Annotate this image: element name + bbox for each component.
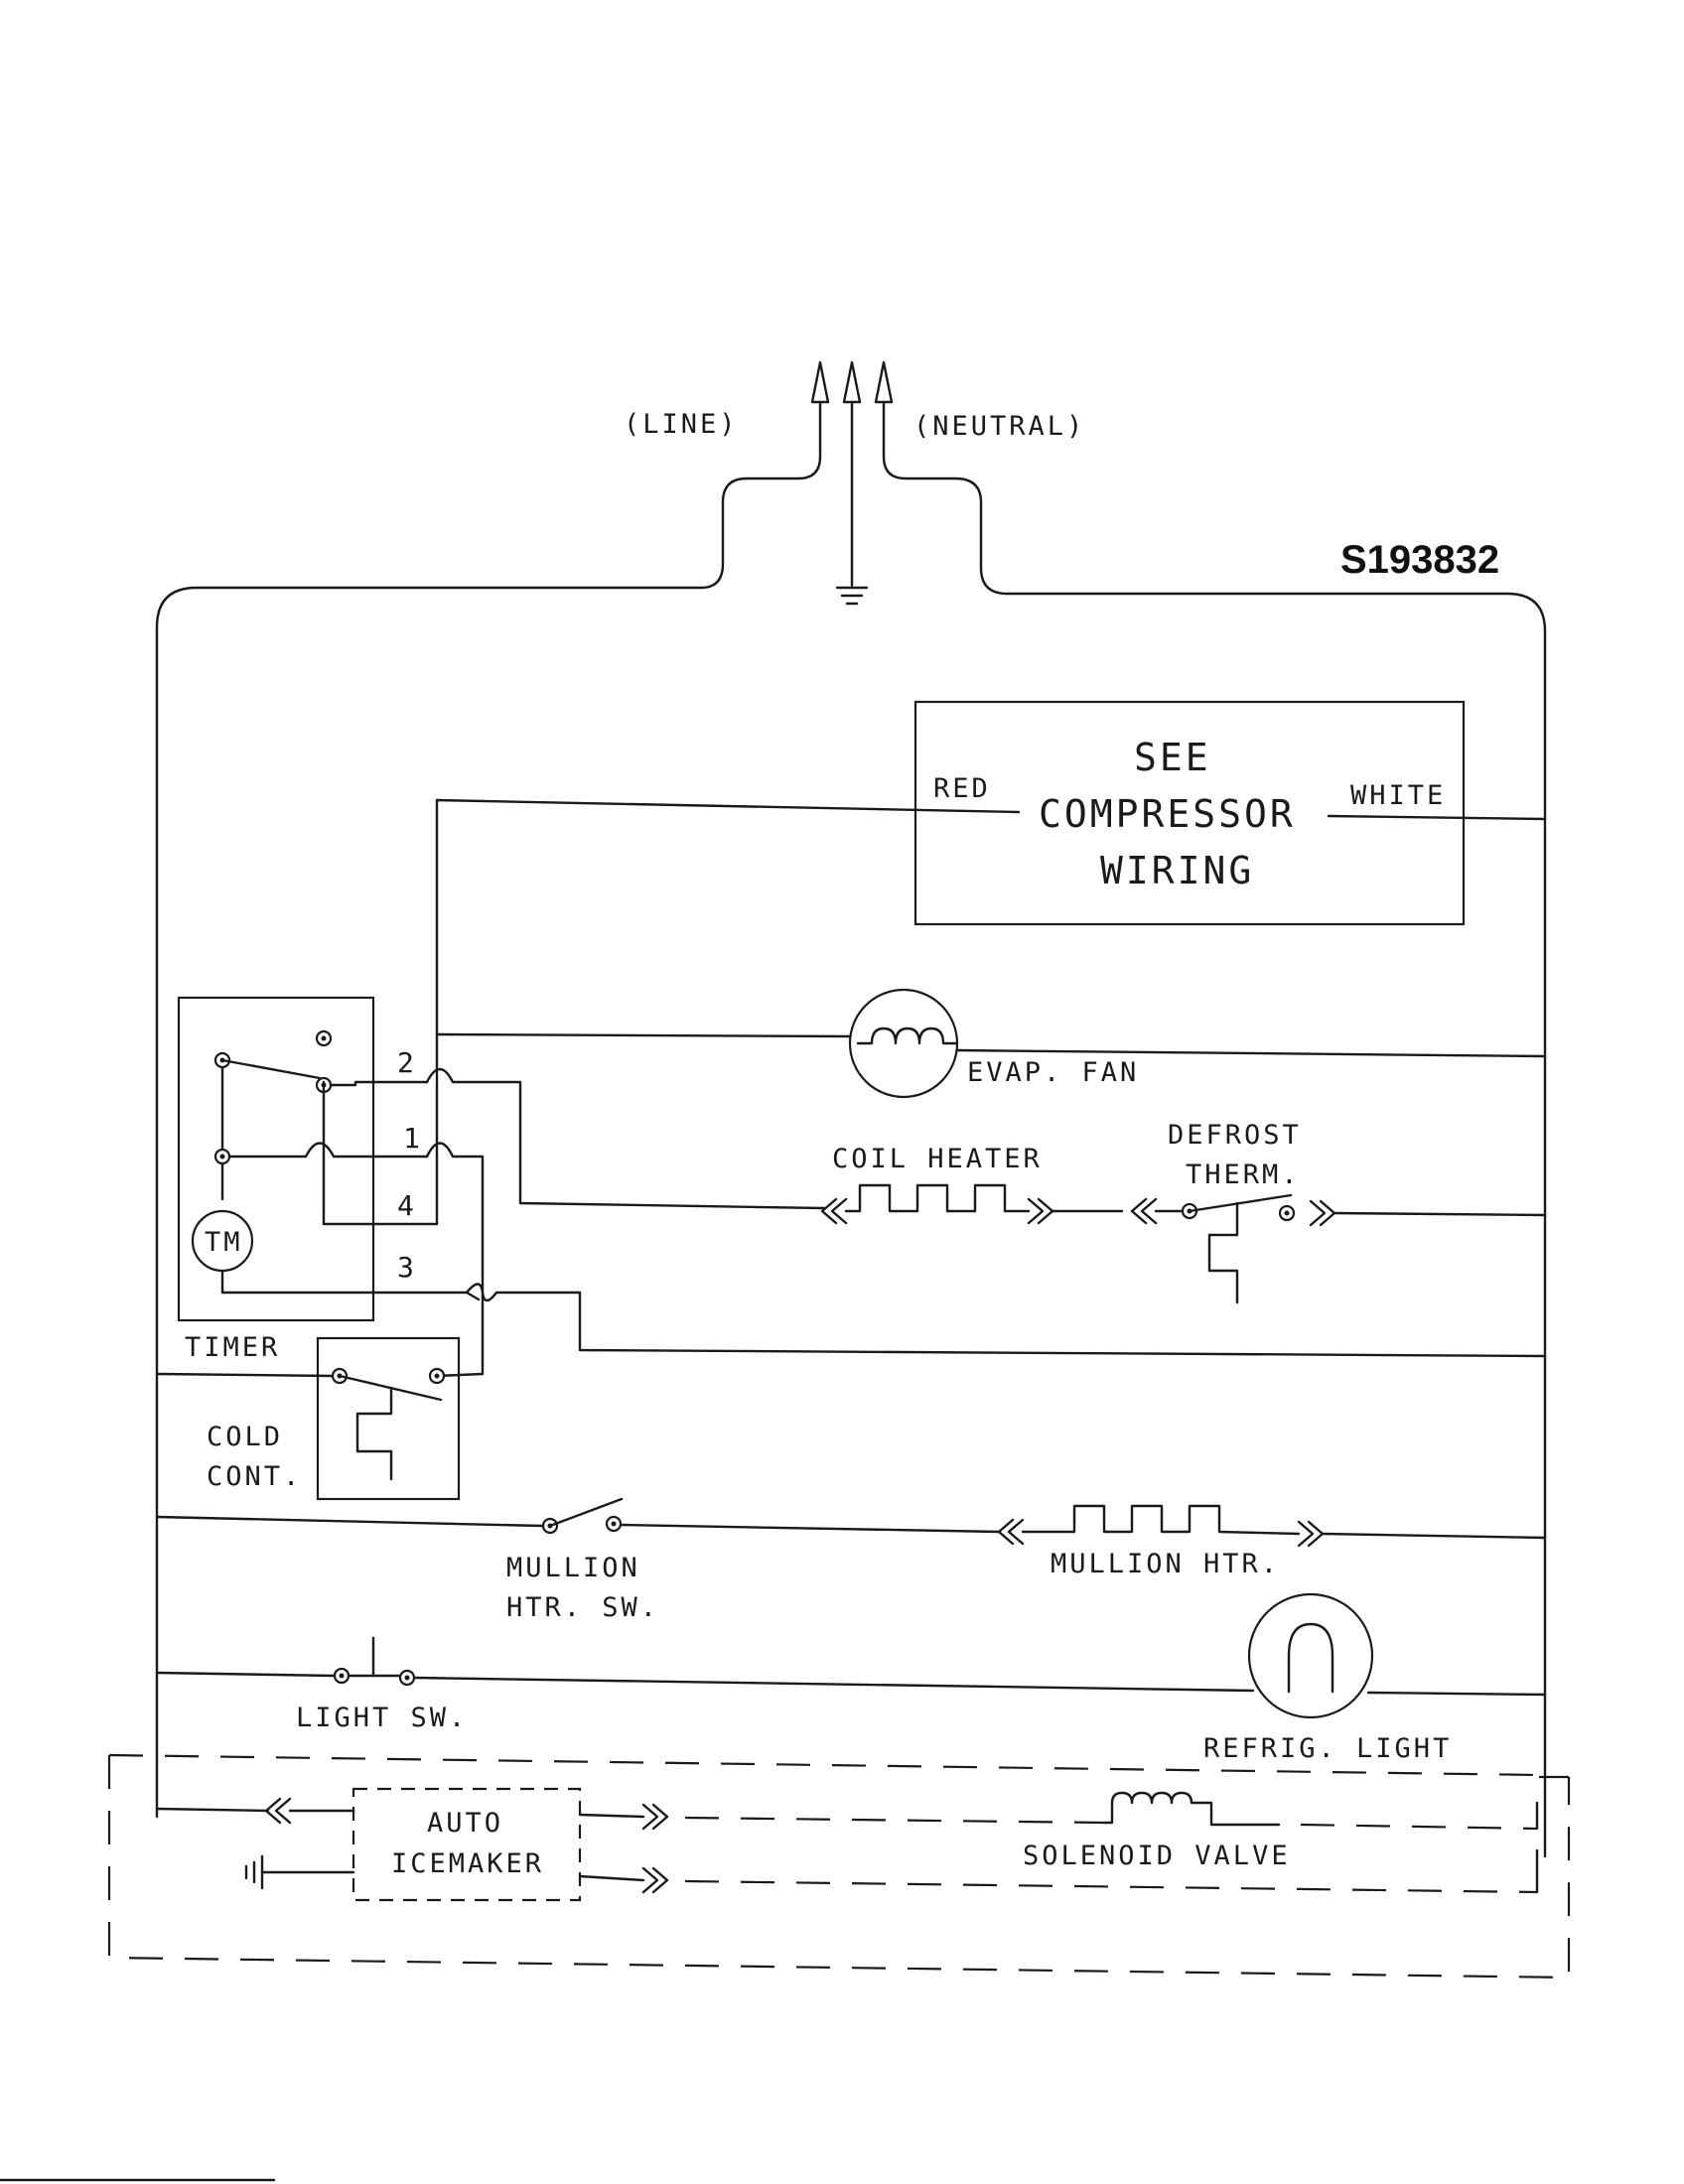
refrig-light-bulb-icon <box>1247 1592 1374 1719</box>
timer-terminal-1: 1 <box>403 1122 420 1155</box>
red-wire <box>435 798 1021 1226</box>
mullion-heater-switch <box>541 1497 624 1535</box>
compressor-white-label: WHITE <box>1350 780 1446 811</box>
compressor-wiring-label: WIRING <box>1100 849 1254 892</box>
evap-fan-wire-right <box>955 1048 1547 1058</box>
compressor-see-label: SEE <box>1134 736 1211 779</box>
mullion-wire-right <box>1321 1532 1547 1540</box>
refrig-light-label: REFRIG. LIGHT <box>1203 1733 1452 1764</box>
terminal-3-wire <box>465 1283 1547 1358</box>
light-wire-right <box>1366 1691 1547 1697</box>
mullion-heater <box>997 1504 1325 1548</box>
line-prong-icon <box>810 360 830 404</box>
icemaker-box <box>351 1787 582 1902</box>
evap-fan-label: EVAP. FAN <box>967 1057 1139 1088</box>
defrost-therm-label-1: DEFROST <box>1168 1120 1302 1151</box>
neutral-label: (NEUTRAL) <box>913 411 1085 442</box>
icemaker-label-1: AUTO <box>427 1808 503 1839</box>
mullion-wire-middle <box>619 1523 1001 1534</box>
light-wire-middle <box>412 1676 1255 1693</box>
power-plug <box>155 360 1547 1858</box>
line-wire <box>155 400 822 1819</box>
defrost-therm-wire-right <box>1333 1211 1547 1217</box>
timer-terminal-2: 2 <box>397 1046 414 1079</box>
part-number: S193832 <box>1340 538 1499 582</box>
solenoid-valve-label: SOLENOID VALVE <box>1023 1841 1291 1871</box>
defrost-thermostat <box>1130 1193 1336 1304</box>
timer-terminal-4: 4 <box>397 1189 414 1222</box>
cold-control <box>316 1336 461 1501</box>
light-switch-label: LIGHT SW. <box>296 1703 468 1733</box>
icemaker-optional-section: AUTO ICEMAKER <box>107 1753 1571 1979</box>
compressor-red-label: RED <box>933 773 991 804</box>
light-wire-left <box>155 1671 336 1678</box>
coil-heater <box>820 1183 1054 1225</box>
light-switch <box>333 1636 416 1687</box>
refrig-light <box>1247 1592 1374 1719</box>
timer-label: TIMER <box>185 1332 280 1363</box>
icemaker-ground-icon <box>244 1854 355 1890</box>
evap-fan <box>848 988 959 1099</box>
mullion-switch-label-2: HTR. SW. <box>506 1592 659 1623</box>
line-label: (LINE) <box>624 409 739 440</box>
mullion-switch-label-1: MULLION <box>506 1553 640 1583</box>
cold-control-label-2: CONT. <box>207 1461 302 1492</box>
evap-fan-wire-left <box>435 1032 854 1038</box>
timer: TM <box>177 996 469 1322</box>
neutral-prong-icon <box>874 360 894 404</box>
cold-control-wire-left <box>155 1372 335 1378</box>
timer-terminal-3: 3 <box>397 1251 414 1284</box>
ground-prong-icon <box>842 360 862 404</box>
coil-heater-label: COIL HEATER <box>832 1144 1043 1174</box>
defrost-therm-label-2: THERM. <box>1186 1160 1301 1190</box>
solenoid-valve-icon <box>1102 1791 1281 1827</box>
neutral-wire <box>882 400 1547 1858</box>
mullion-wire-left <box>155 1515 544 1528</box>
mullion-heater-label: MULLION HTR. <box>1051 1549 1280 1579</box>
compressor-compressor-label: COMPRESSOR <box>1039 792 1296 836</box>
terminal-2-wire <box>425 1067 826 1210</box>
ground-symbol-icon <box>835 586 869 606</box>
terminal-1-wire <box>425 1142 485 1378</box>
compressor-box: SEE COMPRESSOR WIRING RED WHITE <box>913 700 1466 926</box>
white-wire <box>1327 814 1547 821</box>
icemaker-label-2: ICEMAKER <box>391 1848 544 1879</box>
timer-motor-label: TM <box>205 1227 243 1258</box>
cold-control-label-1: COLD <box>207 1422 283 1452</box>
